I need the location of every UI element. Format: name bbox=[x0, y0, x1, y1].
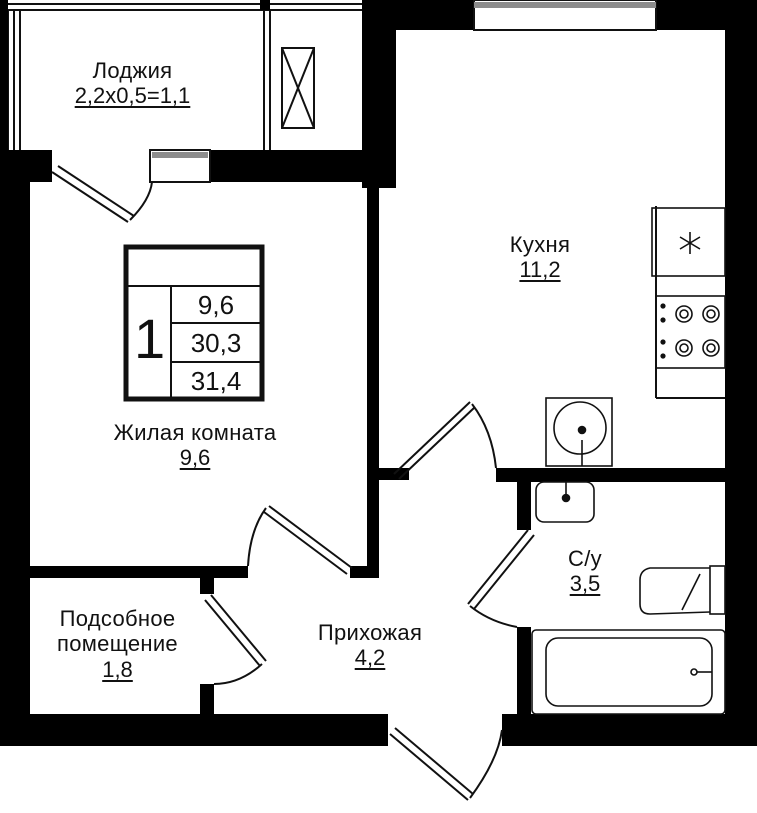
snowflake-icon bbox=[651, 207, 726, 277]
loggia-outer-wall bbox=[0, 0, 270, 150]
summary-box bbox=[123, 244, 265, 402]
loggia-label: Лоджия 2,2х0,5=1,1 bbox=[50, 58, 215, 109]
hallway-name: Прихожая bbox=[317, 620, 423, 645]
washbasin-icon bbox=[535, 481, 595, 523]
living-window bbox=[149, 149, 211, 183]
kitchen-window bbox=[473, 0, 657, 31]
rooms-count: 1 bbox=[134, 307, 166, 370]
storage-name-line2: помещение bbox=[57, 631, 178, 657]
kitchen-name: Кухня bbox=[509, 232, 571, 257]
storage-name-line1: Подсобное bbox=[59, 606, 176, 631]
toilet-icon bbox=[639, 565, 726, 615]
hallway-label: Прихожая 4,2 bbox=[290, 620, 450, 671]
bathroom-label: С/у 3,5 bbox=[545, 546, 625, 597]
doors bbox=[51, 165, 535, 801]
summary-total-with-loggia: 31,4 bbox=[190, 366, 242, 396]
bathtub-icon bbox=[531, 629, 726, 715]
summary-total-area: 30,3 bbox=[190, 328, 242, 358]
summary-living-area: 9,6 bbox=[197, 290, 235, 320]
living-room-area: 9,6 bbox=[179, 445, 211, 471]
stove-icon bbox=[655, 295, 726, 369]
loggia-name: Лоджия bbox=[92, 58, 173, 83]
hallway-area: 4,2 bbox=[354, 645, 386, 671]
sink-icon bbox=[545, 397, 613, 467]
living-room-label: Жилая комната 9,6 bbox=[70, 420, 320, 471]
bathroom-name: С/у bbox=[568, 546, 602, 571]
loggia-side-window bbox=[281, 47, 315, 129]
loggia-area: 2,2х0,5=1,1 bbox=[74, 83, 191, 109]
storage-label: Подсобное помещение 1,8 bbox=[30, 606, 205, 682]
kitchen-area: 11,2 bbox=[519, 257, 561, 283]
storage-area: 1,8 bbox=[102, 656, 133, 682]
bathroom-area: 3,5 bbox=[569, 571, 601, 597]
living-room-name: Жилая комната bbox=[113, 420, 277, 445]
kitchen-label: Кухня 11,2 bbox=[480, 232, 600, 283]
